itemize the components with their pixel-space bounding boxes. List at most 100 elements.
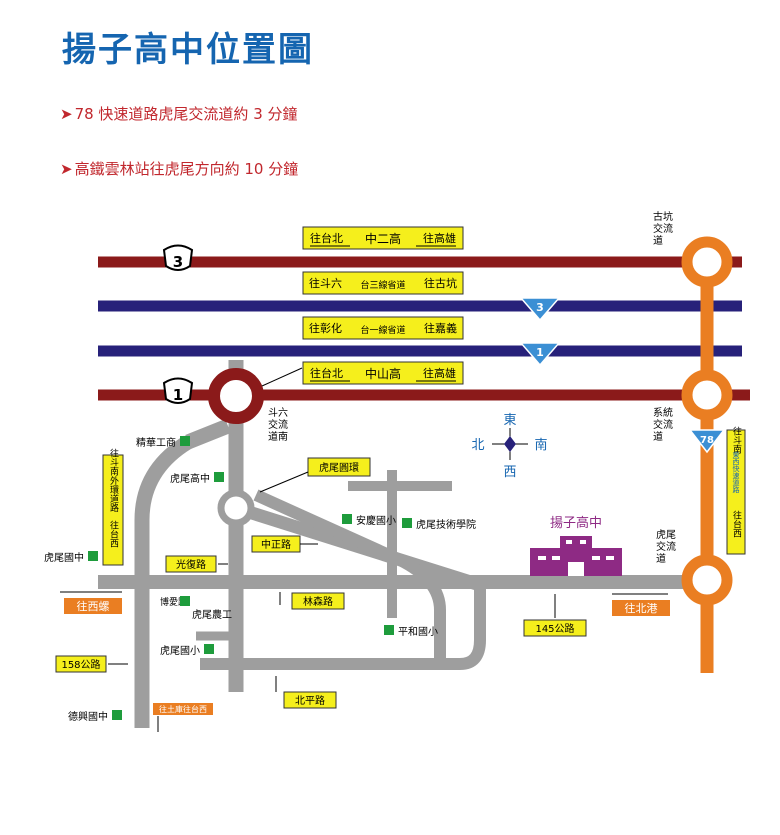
huwei-interchange-icon — [681, 554, 733, 606]
sign-right: 往高雄 — [423, 231, 456, 245]
freeway-1-shield-icon: 1 — [162, 377, 194, 404]
page-title: 揚子高中位置圖 — [62, 30, 314, 70]
svg-text:虎尾技術學院: 虎尾技術學院 — [416, 518, 476, 531]
svg-text:中正路: 中正路 — [261, 538, 291, 551]
note-freeway-78: ➤78 快速道路虎尾交流道約 3 分鐘 — [60, 103, 298, 124]
svg-text:145公路: 145公路 — [535, 622, 574, 635]
compass-icon: 東 西 北 南 — [471, 412, 547, 480]
xiluo-interchange-label: 系統 交流 道 — [653, 406, 673, 443]
svg-text:道: 道 — [653, 234, 663, 247]
sign-mid: 中二高 — [365, 231, 401, 246]
sign-mid: 外環道路 — [108, 475, 119, 513]
road-145-sign: 145公路 — [523, 594, 587, 637]
freeway-3-shield-icon: 3 — [162, 244, 194, 271]
huwei-interchange-label: 虎尾 交流 道 — [656, 529, 676, 565]
outer-ring-sign: 往斗南 外環道路 往台西 — [102, 447, 124, 566]
svg-text:北平路: 北平路 — [295, 694, 325, 707]
compass-south: 南 — [534, 437, 547, 453]
svg-text:虎尾國中: 虎尾國中 — [44, 551, 84, 564]
svg-text:精華工商: 精華工商 — [136, 436, 176, 449]
douliu-interchange-label: 斗六 交流 道南 — [268, 407, 288, 443]
shield-number: 1 — [536, 346, 544, 359]
svg-text:往西螺: 往西螺 — [77, 599, 110, 613]
anqing-elementary-marker: 安慶國小 — [342, 514, 396, 527]
shield-number: 1 — [173, 386, 183, 404]
direction-signs: 往西螺 往北港 往土庫往台西 — [60, 591, 670, 732]
interchange-labels: 古坑 交流 道 斗六 交流 道南 系統 交流 道 虎尾 交流 道 — [268, 210, 676, 565]
svg-text:道: 道 — [656, 552, 666, 565]
provincial-1-sign: 往彰化 台一線省道 往嘉義 — [302, 316, 464, 340]
to-tuku-sign: 往土庫往台西 — [153, 703, 213, 732]
svg-text:林森路: 林森路 — [303, 595, 333, 608]
svg-text:虎尾國小: 虎尾國小 — [160, 645, 200, 657]
gukeng-interchange-label: 古坑 交流 道 — [653, 210, 673, 247]
svg-text:往北港: 往北港 — [625, 601, 658, 615]
svg-text:平和國小: 平和國小 — [398, 626, 438, 638]
road-158-sign: 158公路 — [55, 655, 128, 673]
svg-text:道: 道 — [653, 430, 663, 443]
svg-text:158公路: 158公路 — [61, 658, 100, 671]
compass-west: 西 — [503, 465, 516, 480]
xiluo-interchange-icon — [681, 369, 733, 421]
svg-text:斗六: 斗六 — [268, 407, 288, 419]
svg-text:交流: 交流 — [268, 418, 288, 431]
local-roads — [98, 360, 700, 728]
freeway-1-sign: 往台北 中山高 往高雄 — [302, 361, 464, 385]
note-text: 高鐵雲林站往虎尾方向約 10 分鐘 — [74, 160, 299, 178]
formosa-tech-marker: 虎尾技術學院 — [402, 518, 476, 531]
sign-bottom: 往台西 — [108, 519, 119, 548]
bullet-arrow-icon: ➤ — [60, 105, 73, 123]
svg-text:古坑: 古坑 — [653, 210, 673, 223]
yangzi-high-school-icon — [530, 536, 622, 576]
svg-text:交流: 交流 — [656, 540, 676, 553]
sign-top: 往斗南 — [731, 425, 742, 453]
shield-number: 3 — [173, 253, 183, 271]
huwei-roundabout-icon — [217, 489, 255, 527]
compass-east: 東 — [503, 412, 516, 428]
huwei-agricultural-marker: 虎尾農工 — [180, 596, 232, 621]
jinghua-vocational-marker: 精華工商 — [136, 436, 190, 449]
guangfu-road-sign: 光復路 — [165, 555, 228, 573]
svg-text:虎尾圓環: 虎尾圓環 — [319, 462, 359, 474]
freeway-1-pointer — [261, 367, 303, 387]
svg-text:交流: 交流 — [653, 222, 673, 235]
svg-text:虎尾: 虎尾 — [656, 529, 676, 541]
svg-text:道南: 道南 — [268, 430, 288, 443]
linsen-road-sign: 林森路 — [279, 592, 345, 610]
expressway-78-sign: 往斗南 東西快速道路 往台西 — [726, 425, 746, 555]
sign-mid: 台一線省道 — [360, 324, 405, 336]
svg-text:虎尾農工: 虎尾農工 — [192, 608, 232, 621]
huwei-junior-marker: 虎尾國中 — [44, 551, 98, 564]
sign-mid: 中山高 — [365, 366, 401, 381]
zhongzheng-road-sign: 中正路 — [251, 535, 318, 553]
douliu-interchange-icon — [208, 368, 264, 424]
to-beigang-sign: 往北港 — [612, 593, 670, 616]
svg-text:系統: 系統 — [653, 406, 673, 419]
sign-left: 往台北 — [310, 366, 343, 380]
note-text: 78 快速道路虎尾交流道約 3 分鐘 — [74, 105, 298, 123]
sign-right: 往古坑 — [424, 276, 457, 290]
provincial-1-shield-icon: 1 — [519, 342, 561, 367]
compass-north: 北 — [471, 438, 484, 453]
dexing-junior-marker: 德興國中 — [68, 710, 122, 723]
sign-left: 往斗六 — [309, 276, 342, 290]
provincial-3-shield-icon: 3 — [519, 297, 561, 322]
sign-mid: 東西快速道路 — [732, 450, 740, 494]
road-signs: 虎尾圓環 光復路 中正路 林森路 145公路 158公路 — [55, 457, 587, 709]
huwei-elementary-marker: 虎尾國小 — [160, 644, 214, 657]
freeway-3-sign: 往台北 中二高 往高雄 — [302, 226, 464, 250]
beiping-road-sign: 北平路 — [275, 676, 337, 709]
svg-text:虎尾高中: 虎尾高中 — [170, 472, 210, 485]
pingho-elementary-marker: 平和國小 — [384, 625, 438, 638]
outer-ring-connector — [185, 419, 231, 449]
provincial-3-sign: 往斗六 台三線省道 往古坑 — [302, 271, 464, 295]
huwei-circle-sign: 虎尾圓環 — [259, 457, 371, 493]
svg-text:往土庫往台西: 往土庫往台西 — [159, 704, 207, 714]
expressway-78-shield-icon: 78 — [688, 429, 726, 454]
place-markers: 精華工商 虎尾高中 虎尾國中 安慶國小 虎尾技術學院 博愛路 虎尾農工 平和國小 — [44, 436, 476, 723]
sign-top: 往斗南 — [108, 447, 119, 475]
sign-bottom: 往台西 — [731, 509, 742, 538]
sign-right: 往嘉義 — [424, 321, 457, 335]
svg-text:光復路: 光復路 — [176, 558, 206, 571]
